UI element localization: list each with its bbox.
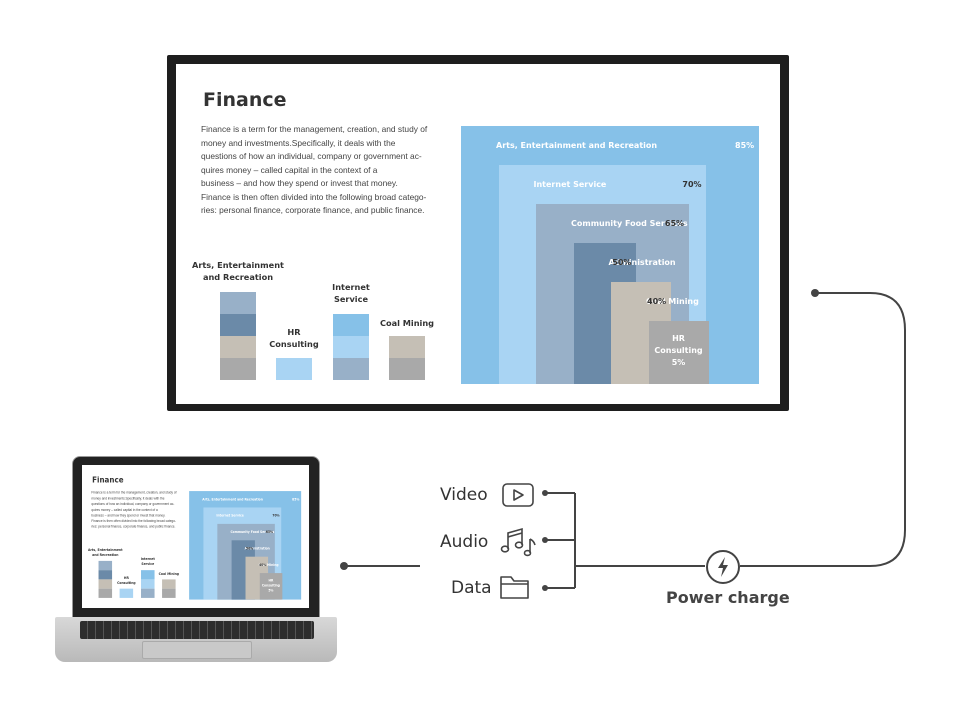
paragraph-line: questions of how an individual, company …: [201, 151, 422, 161]
mini-bar-segment: [162, 579, 176, 589]
chart-value-label: 65%: [664, 219, 685, 228]
mini-bar-segment: [98, 588, 113, 598]
chart-category-label: Community Food Services: [571, 219, 688, 228]
mini-bar-segment: [141, 570, 155, 580]
mini-bar-segment: [220, 292, 256, 314]
chart-value-label: 85%: [292, 497, 300, 502]
mini-bar-label: Consulting: [117, 580, 136, 585]
mini-bar-segment: [333, 336, 369, 358]
paragraph-line: business – and how they spend or invest …: [201, 178, 398, 188]
laptop-screen: Finance Finance is a term for the manage…: [82, 465, 309, 608]
chart-value-label: 50%: [612, 258, 632, 267]
paragraph-line: money and investments.Specifically, it d…: [201, 137, 396, 148]
chart-value-label: 70%: [682, 180, 702, 189]
chart-category-label: Internet Service: [216, 513, 244, 518]
mini-bar-segment: [141, 588, 155, 598]
paragraph-line: money and investments.Specifically, it d…: [91, 495, 165, 501]
mini-bar-segment: [98, 570, 113, 580]
slide-title: Finance: [203, 89, 287, 111]
mini-bar-label: Internet: [140, 556, 155, 561]
chart-category-label: HR: [268, 578, 274, 583]
music-note-icon: [500, 527, 536, 557]
audio-label: Audio: [440, 532, 489, 552]
chart-category-label: Coal Mining: [258, 562, 279, 567]
paragraph-line: quires money – called capital in the con…: [201, 164, 378, 175]
power-charge-label: Power charge: [666, 588, 790, 607]
chart-category-label: Arts, Entertainment and Recreation: [202, 497, 263, 502]
mini-bar-segment: [220, 336, 256, 358]
slide-paragraph: Finance is a term for the management, cr…: [201, 123, 451, 218]
mini-bar-segment: [141, 579, 155, 589]
laptop-trackpad: [142, 641, 252, 659]
chart-category-label: Administration: [608, 258, 676, 267]
mini-bar-segment: [333, 358, 369, 380]
mini-bar-segment: [220, 358, 256, 380]
mini-bar-segment: [389, 358, 425, 380]
chart-category-label: Consulting: [654, 346, 703, 355]
mini-bar-label: Service: [141, 561, 155, 566]
chart-value-label: 50%: [245, 546, 254, 551]
laptop-slide-paragraph: Finance is a term for the management, cr…: [91, 490, 185, 530]
mini-bar-label: Arts, Entertainment: [88, 547, 123, 552]
mini-bar-label: and Recreation: [202, 272, 274, 282]
mini-bar-label: Service: [333, 294, 369, 304]
mini-bar-label: and Recreation: [92, 552, 119, 557]
chart-category-label: HR: [672, 334, 685, 343]
laptop-keyboard: [80, 621, 314, 639]
mini-bar-segment: [98, 560, 113, 571]
chart-value-label: 5%: [671, 358, 686, 367]
laptop-slide-title: Finance: [92, 475, 124, 485]
chart-category-label: Internet Service: [533, 180, 607, 189]
paragraph-line: Finance is then often divided into the f…: [91, 518, 177, 523]
paragraph-line: ries: personal finance, corporate financ…: [91, 524, 176, 529]
chart-category-label: Administration: [244, 546, 270, 551]
lightning-icon: [706, 550, 740, 584]
chart-value-label: 85%: [735, 141, 755, 150]
video-label: Video: [440, 485, 488, 505]
chart-value-label: 65%: [265, 530, 273, 534]
data-label: Data: [451, 578, 492, 598]
mini-bar-segment: [98, 579, 113, 589]
mini-bar-segment: [276, 358, 312, 380]
paragraph-line: Finance is a term for the management, cr…: [91, 490, 177, 495]
mini-bar-label: Arts, Entertainment: [192, 260, 284, 270]
play-icon: [502, 483, 534, 507]
mini-bar-segment: [389, 336, 425, 358]
folder-icon: [500, 576, 529, 599]
paragraph-line: questions of how an individual, company …: [91, 501, 175, 506]
paragraph-line: quires money – called capital in the con…: [91, 507, 158, 512]
mini-bar-label: HR: [287, 327, 301, 337]
mini-bar-label: Coal Mining: [379, 318, 435, 328]
chart-category-label: Coal Mining: [646, 297, 699, 306]
paragraph-line: business – and how they spend or invest …: [91, 512, 166, 518]
paragraph-line: Finance is a term for the management, cr…: [201, 124, 428, 134]
chart-bar: [259, 573, 283, 600]
chart-category-label: Consulting: [261, 583, 280, 588]
chart-value-label: 40%: [647, 297, 667, 306]
mini-bar-label: Consulting: [269, 339, 319, 349]
mini-bar-label: HR: [123, 575, 129, 580]
mini-bar-label: Internet: [332, 282, 370, 292]
chart-bar: [648, 321, 709, 384]
chart-value-label: 40%: [259, 562, 267, 567]
mini-bar-segment: [162, 588, 176, 598]
chart-value-label: 70%: [272, 513, 280, 518]
mini-bar-label: Coal Mining: [158, 571, 179, 577]
mini-bar-segment: [220, 314, 256, 336]
chart-category-label: Community Food Services: [230, 530, 275, 534]
chart-value-label: 5%: [268, 588, 274, 593]
chart-category-label: Arts, Entertainment and Recreation: [496, 141, 658, 150]
mini-bar-segment: [119, 588, 134, 598]
mini-bar-segment: [333, 314, 369, 336]
paragraph-line: Finance is then often divided into the f…: [201, 191, 427, 202]
paragraph-line: ries: personal finance, corporate financ…: [201, 205, 425, 215]
